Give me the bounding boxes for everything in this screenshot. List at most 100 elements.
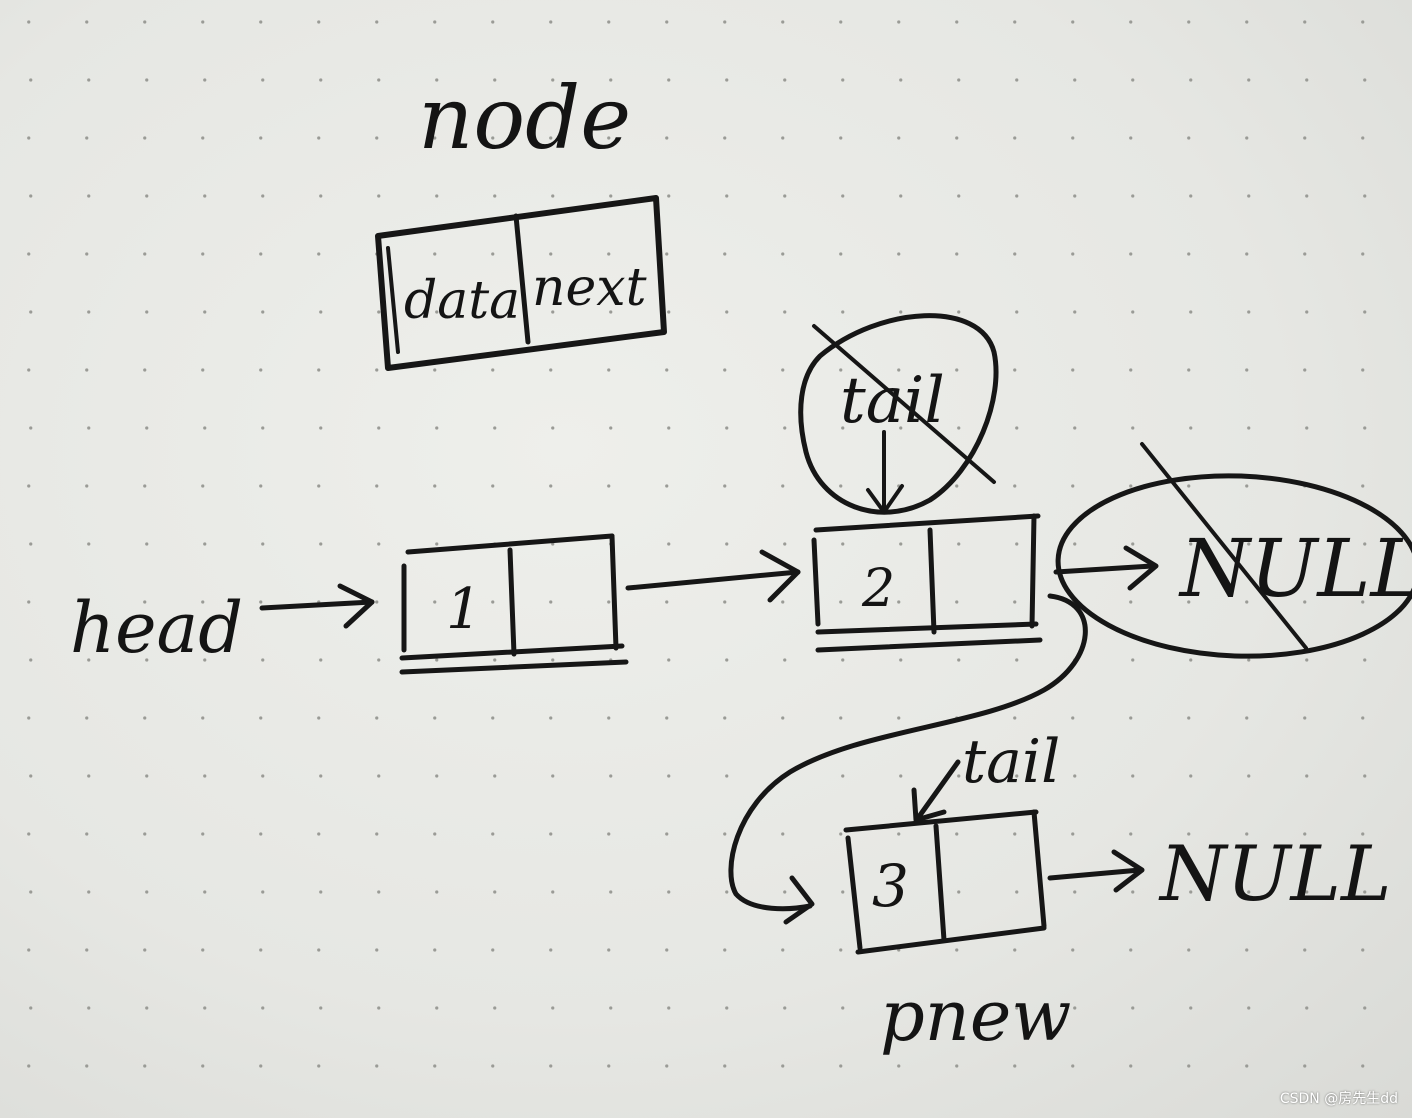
paper-dot (259, 600, 263, 604)
paper-dot (375, 600, 379, 604)
paper-dot (665, 832, 669, 836)
paper-dot (85, 252, 89, 256)
paper-dot (897, 368, 901, 372)
paper-dot (491, 716, 495, 720)
paper-dot (493, 426, 497, 430)
paper-dot (85, 600, 89, 604)
paper-dot (201, 484, 205, 488)
paper-dot (433, 716, 437, 720)
paper-dot (1129, 136, 1133, 140)
paper-dot (1129, 600, 1133, 604)
paper-dot (491, 20, 495, 24)
paper-dot (665, 1064, 669, 1068)
paper-dot (375, 716, 379, 720)
title-node: node (418, 69, 631, 169)
paper-dot (27, 20, 31, 24)
paper-dot (1071, 716, 1075, 720)
paper-dot (143, 1064, 147, 1068)
paper-dot (1073, 78, 1077, 82)
paper-dot (145, 78, 149, 82)
paper-dot (491, 600, 495, 604)
paper-dot (319, 426, 323, 430)
paper-dot (317, 368, 321, 372)
paper-dot (1071, 832, 1075, 836)
paper-dot (375, 484, 379, 488)
paper-dot (1129, 948, 1133, 952)
paper-dot (433, 484, 437, 488)
paper-dot (1245, 484, 1249, 488)
paper-dot (87, 78, 91, 82)
paper-dot (1363, 194, 1367, 198)
paper-dot (1013, 832, 1017, 836)
paper-dot (317, 20, 321, 24)
paper-dot (1305, 426, 1309, 430)
paper-dot (377, 542, 381, 546)
paper-dot (667, 1006, 671, 1010)
paper-dot (1187, 948, 1191, 952)
paper-dot (29, 658, 33, 662)
paper-dot (955, 368, 959, 372)
paper-dot (1015, 310, 1019, 314)
paper-dot (435, 426, 439, 430)
paper-dot (1303, 948, 1307, 952)
paper-dot (143, 832, 147, 836)
paper-dot (609, 774, 613, 778)
paper-dot (145, 542, 149, 546)
paper-dot (781, 948, 785, 952)
paper-dot (317, 136, 321, 140)
paper-dot (1189, 1006, 1193, 1010)
paper-dot (203, 426, 207, 430)
paper-dot (319, 890, 323, 894)
paper-dot (1013, 600, 1017, 604)
paper-dot (897, 716, 901, 720)
paper-dot (725, 542, 729, 546)
paper-dot (783, 194, 787, 198)
paper-dot (377, 774, 381, 778)
paper-dot (1129, 368, 1133, 372)
paper-dot (1305, 310, 1309, 314)
paper-dot (1129, 20, 1133, 24)
paper-dot (201, 252, 205, 256)
node-3: 3 (843, 809, 1047, 955)
paper-dot (609, 426, 613, 430)
paper-dot (27, 484, 31, 488)
paper-dot (435, 890, 439, 894)
paper-dot (377, 658, 381, 662)
paper-dot (955, 832, 959, 836)
head-arrow (259, 583, 375, 629)
paper-dot (723, 20, 727, 24)
paper-dot (201, 136, 205, 140)
paper-dot (261, 1006, 265, 1010)
paper-dot (841, 426, 845, 430)
paper-dot (1189, 426, 1193, 430)
paper-dot (319, 658, 323, 662)
paper-dot (723, 948, 727, 952)
old-null-pointer: NULL (1053, 442, 1412, 659)
paper-dot (1363, 310, 1367, 314)
paper-dot (667, 774, 671, 778)
paper-dot (899, 542, 903, 546)
paper-dot (1305, 194, 1309, 198)
paper-dot (551, 426, 555, 430)
paper-dot (317, 1064, 321, 1068)
paper-dot (87, 890, 91, 894)
node-1: 1 (399, 533, 629, 675)
paper-dot (609, 1006, 613, 1010)
paper-dot (607, 716, 611, 720)
paper-dot (1073, 194, 1077, 198)
paper-dot (841, 658, 845, 662)
paper-dot (435, 194, 439, 198)
paper-dot (781, 484, 785, 488)
paper-dot (433, 948, 437, 952)
paper-dot (1303, 136, 1307, 140)
paper-dot (143, 252, 147, 256)
new-null-pointer: NULL (1047, 829, 1392, 918)
paper-dot (1187, 832, 1191, 836)
paper-dot (549, 368, 553, 372)
paper-dot (143, 600, 147, 604)
paper-dot (897, 20, 901, 24)
paper-dot (665, 484, 669, 488)
paper-dot (317, 948, 321, 952)
paper-dot (957, 542, 961, 546)
paper-dot (375, 832, 379, 836)
